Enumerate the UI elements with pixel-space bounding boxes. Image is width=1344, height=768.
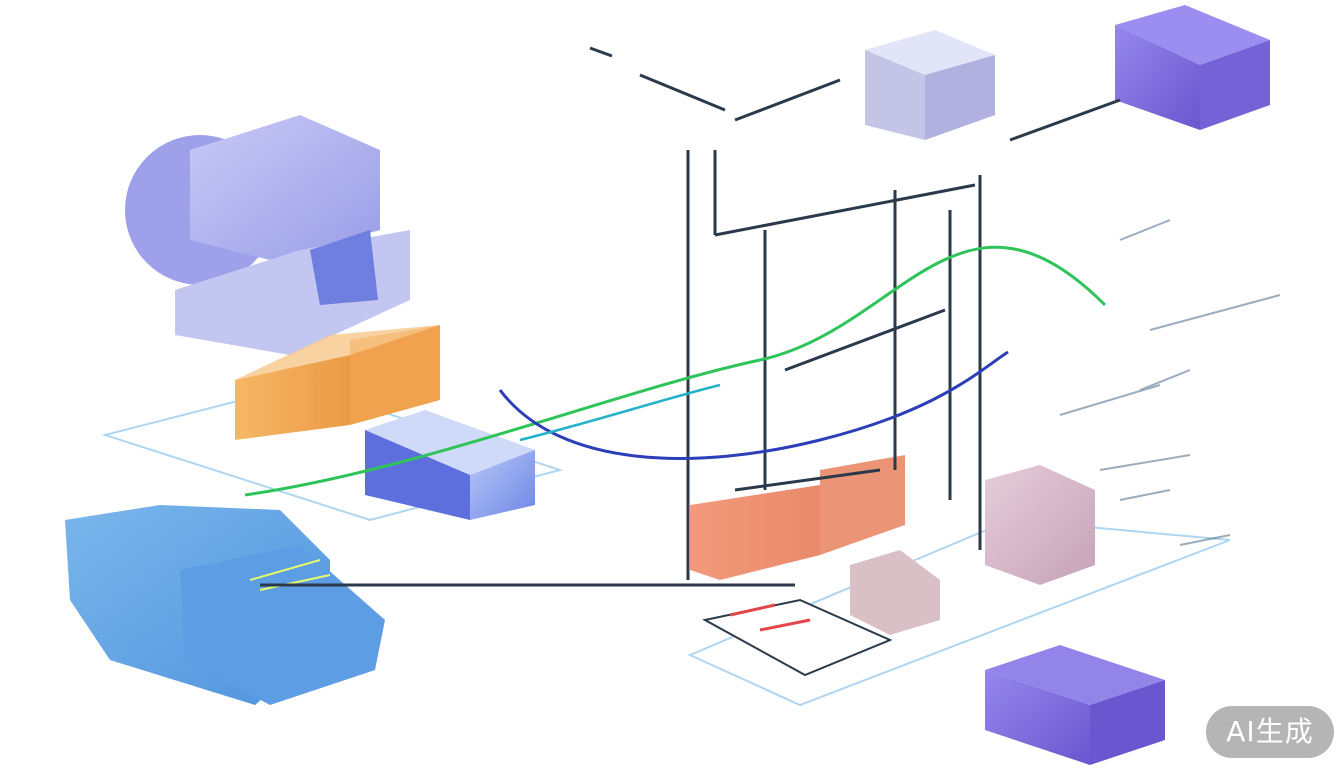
- blue-cube: [365, 410, 535, 520]
- salmon-blocks: [690, 455, 905, 580]
- orange-blocks: [235, 325, 440, 440]
- purple-block-top: [1115, 5, 1270, 130]
- ai-generated-badge: AI生成: [1206, 706, 1334, 758]
- lavender-cloud-block: [125, 115, 410, 355]
- purple-block-bottom: [985, 645, 1165, 765]
- paper-sheet: [702, 598, 893, 677]
- blue-folder-block: [65, 505, 385, 705]
- sketch-strokes: [1059, 219, 1281, 546]
- blue-curve: [498, 350, 1009, 460]
- mauve-blocks: [850, 465, 1095, 635]
- green-curve: [244, 245, 1107, 497]
- cyan-curve: [519, 383, 721, 442]
- lavender-cube: [865, 30, 995, 140]
